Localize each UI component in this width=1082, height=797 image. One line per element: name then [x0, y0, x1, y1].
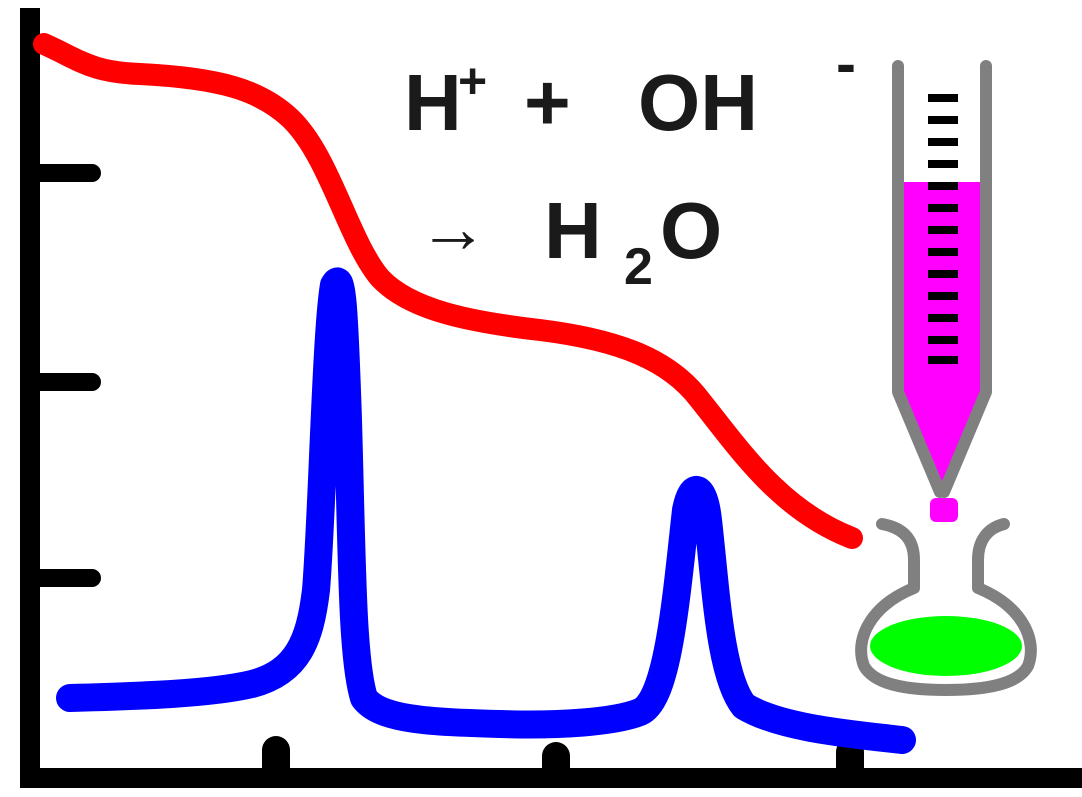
plus-sign: +	[524, 58, 571, 147]
hydrogen-ion-charge: +	[458, 53, 487, 109]
burette-wall-left	[892, 60, 946, 498]
burette-graduations	[928, 94, 958, 364]
hydroxide-ion: OH	[638, 58, 758, 147]
hydrogen-ion: H	[404, 58, 462, 147]
conductance-curve	[56, 267, 916, 754]
neutralization-equation: H + + OH - → H 2 O	[404, 30, 856, 296]
water-subscript: 2	[624, 238, 653, 296]
burette-icon	[892, 60, 992, 498]
titrant-drop-icon	[930, 498, 958, 522]
erlenmeyer-flask-icon	[855, 518, 1037, 696]
burette-wall-right	[938, 60, 992, 498]
axes	[20, 8, 1082, 788]
water-hydrogen: H	[544, 186, 602, 275]
reaction-arrow: →	[418, 189, 488, 267]
hydroxide-ion-charge: -	[836, 30, 856, 97]
ph-curve	[33, 33, 863, 549]
flask-outline	[855, 518, 1037, 696]
titrant-liquid	[902, 182, 982, 484]
flask-solution	[870, 616, 1022, 676]
water-oxygen: O	[660, 186, 722, 275]
y-axis	[20, 8, 40, 788]
